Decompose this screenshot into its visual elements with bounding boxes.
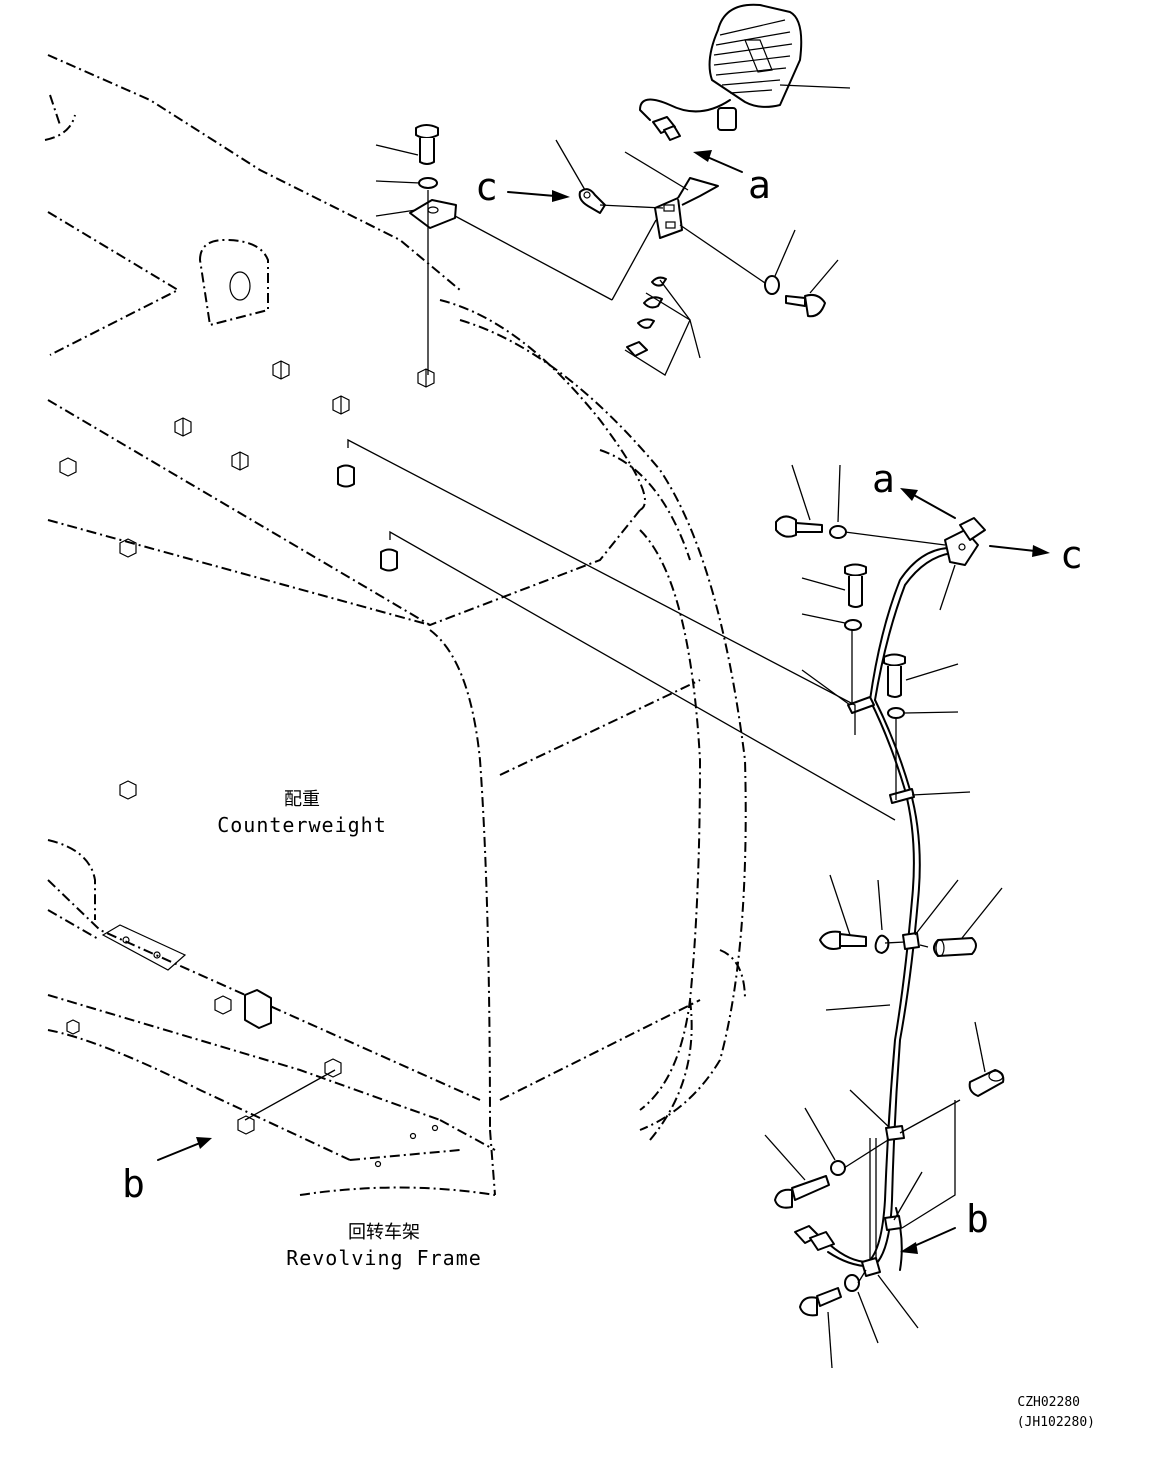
bolt-harness-5 [774,1175,830,1209]
washer-harness-6 [844,1274,860,1292]
arrow-c-right [989,545,1050,557]
frame-label-cn: 回转车架 [348,1222,420,1243]
leader-lines [375,84,1003,1369]
bolt-bracket-right [785,293,826,318]
wiring-harness [827,547,953,1271]
terminal-parts [626,276,667,357]
frame-label-en: Revolving Frame [286,1246,482,1270]
arrow-a-right [900,488,956,519]
assembly-lines [244,190,961,1284]
bolt-harness-3 [883,653,906,698]
washer-harness-5 [830,1160,846,1176]
bolt-harness-top [775,515,823,538]
spacer-tube-2 [968,1069,1005,1097]
drawing-code: CZH02280 [1017,1395,1080,1410]
washer-bracket-right [764,275,780,295]
arrow-b-right [900,1227,956,1254]
arrow-c-left [507,190,570,202]
arrow-label-b-left: b [122,1162,145,1206]
washer-harness-2 [844,619,862,631]
lifting-eye [198,238,269,327]
harness-connector-top [944,517,986,566]
revolving-frame [47,839,496,1196]
mounting-plate [409,199,457,229]
arrow-label-b-right: b [966,1197,989,1241]
harness-connector-bottom [794,1225,835,1251]
washer-upper-left [418,177,438,189]
counterweight-label-cn: 配重 [284,789,320,810]
bolt-upper-left [415,124,439,165]
bolt-harness-6 [799,1287,842,1317]
arrow-label-a-top: a [748,163,771,207]
arrow-b-left [157,1137,212,1161]
drawing-reference: (JH102280) [1017,1415,1095,1430]
bolt-harness-2 [844,563,867,608]
arrow-a-top [693,150,743,173]
counterweight-outline [44,54,747,1196]
harness-clamps [847,696,920,1277]
washer-harness-4 [874,934,890,954]
counterweight-nuts [59,360,435,800]
work-lamp [639,3,803,141]
ring-terminal [578,188,606,214]
bolt-harness-4 [819,930,867,950]
counterweight-label-en: Counterweight [217,813,387,837]
washer-harness-3 [887,707,905,719]
spacer-tube-1 [933,937,977,957]
arrow-label-c-right: c [1060,533,1083,577]
arrow-label-c-left: c [475,165,498,209]
arrow-label-a-right: a [872,457,895,501]
washer-harness-top [829,525,847,539]
